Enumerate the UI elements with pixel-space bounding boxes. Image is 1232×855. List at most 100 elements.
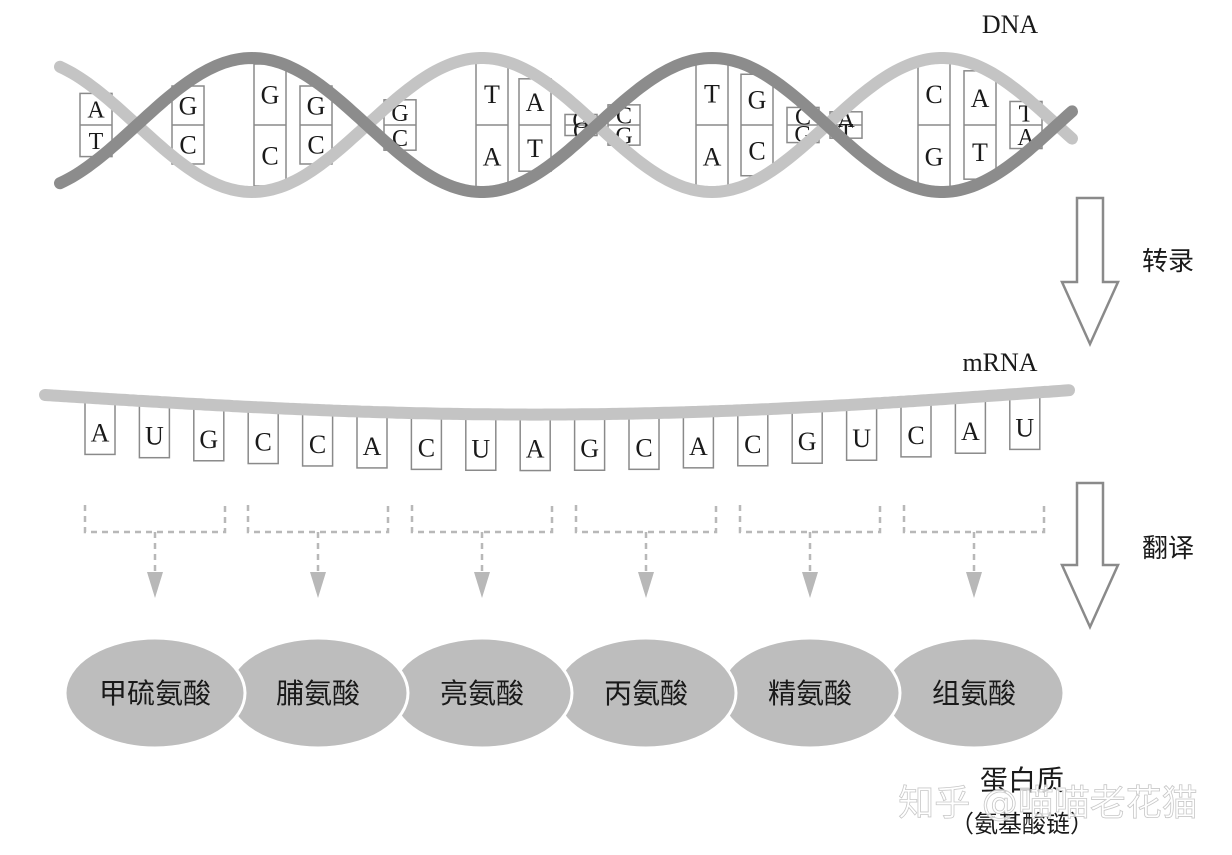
codon-bracket-line [738,505,882,534]
mrna-base-box [954,396,987,454]
dna-base-top: A [87,98,105,124]
mrna-base: A [519,413,551,472]
mrna-base-letter: C [309,430,326,459]
mrna-base-letter: U [1015,413,1034,442]
mrna-base: A [356,411,388,469]
base-pair: AT [518,78,552,172]
watermark: 知乎 @喵喵老花猫 [898,783,1197,824]
codon-arrow-head [147,572,163,598]
mrna-base-letter: G [798,427,817,456]
base-pair: GC [299,85,333,165]
dna-base-bottom: C [307,131,324,160]
amino-acid: 甲硫氨酸 [63,636,247,750]
dna-base-top: G [261,81,280,110]
dna-base-top: T [484,80,500,109]
mrna-base-letter: U [471,434,490,463]
base-pair: GC [253,63,287,187]
transcription-label: 转录 [1142,247,1194,277]
codon-bracket [83,505,227,598]
dna-base-top: G [179,92,198,121]
mrna-base-letter: A [363,432,382,461]
dna-strand-light [54,52,1078,199]
mrna-base-letter: C [744,430,761,459]
mrna-base-box [301,409,334,467]
mrna-base-box [356,411,388,469]
codon-arrow-head [966,572,982,598]
mrna-base-letter: A [689,432,708,461]
translation-arrow: 翻译 [1060,481,1194,631]
mrna-base: C [737,409,769,467]
codon-arrow-head [474,572,490,598]
codon-arrow-head [638,572,654,598]
base-pair: TA [695,61,729,189]
mrna-base-letter: C [635,433,652,462]
base-pair: GC [740,73,774,177]
mrna-base-letter: A [91,418,110,447]
mrna-base-box [573,413,606,471]
base-pair: CG [917,61,951,189]
dna-base-bottom: T [527,134,543,163]
mrna-base-letter: U [145,422,164,451]
mrna-base: U [1009,392,1041,451]
protein-label: 蛋白质 [980,764,1064,797]
codon-bracket-line [410,505,554,534]
dna-base-bottom: G [925,142,944,171]
mrna-base: G [573,413,606,471]
mrna-base-box [900,400,932,458]
codon-bracket [574,505,718,598]
codon-bracket [738,505,882,598]
mrna-base-box [791,406,823,464]
translation-arrow-icon [1060,481,1120,631]
mrna-base-box [845,403,878,461]
mrna-base-box [410,412,443,471]
dna-base-bottom: T [972,138,988,167]
codon-arrow-head [802,572,818,598]
amino-acid-label: 亮氨酸 [440,677,524,710]
mrna-base-letter: G [580,434,599,463]
mrna-base: A [84,397,116,456]
mrna-base: C [628,412,660,471]
dna-base-top: A [526,88,545,117]
dna-base-top: T [704,80,720,109]
dna-base-bottom: C [179,131,196,160]
mrna-base: G [193,404,225,462]
mrna-base-letter: A [526,435,545,464]
mrna-base: C [301,409,334,467]
mrna-base-box [1009,392,1041,451]
dna-base-top: A [971,84,990,113]
mrna-base: A [682,411,715,469]
mrna-base-letter: C [255,428,272,457]
amino-acid-bead [63,636,247,750]
mrna-base-letter: C [418,433,435,462]
mrna-base: C [410,412,443,471]
amino-acid-label: 甲硫氨酸 [99,677,211,710]
protein-sublabel: （氨基酸链） [950,810,1094,838]
codon-bracket-line [83,505,227,534]
mrna-base-box [519,413,551,472]
dna-base-top: G [748,86,767,115]
mrna-base: U [845,403,878,461]
codon-bracket-line [246,505,390,534]
amino-acid: 亮氨酸 [390,636,574,750]
codon-arrow-head [310,572,326,598]
mrna-base-box [465,413,497,472]
mrna-base-box [84,397,116,456]
codon-bracket-line [902,505,1046,534]
amino-acid: 丙氨酸 [554,636,738,750]
mrna-base: A [954,396,987,454]
mrna-base-letter: U [852,424,871,453]
codon-groups [83,505,1046,598]
mrna-base: C [900,400,932,458]
dna-label: DNA [982,10,1039,39]
mrna-base: U [465,413,497,472]
amino-acid: 精氨酸 [718,636,902,750]
mrna-label: mRNA [962,348,1037,377]
mrna-base: C [247,406,279,465]
codon-bracket [902,505,1046,598]
dna-base-bottom: A [703,143,722,172]
codon-bracket [410,505,554,598]
